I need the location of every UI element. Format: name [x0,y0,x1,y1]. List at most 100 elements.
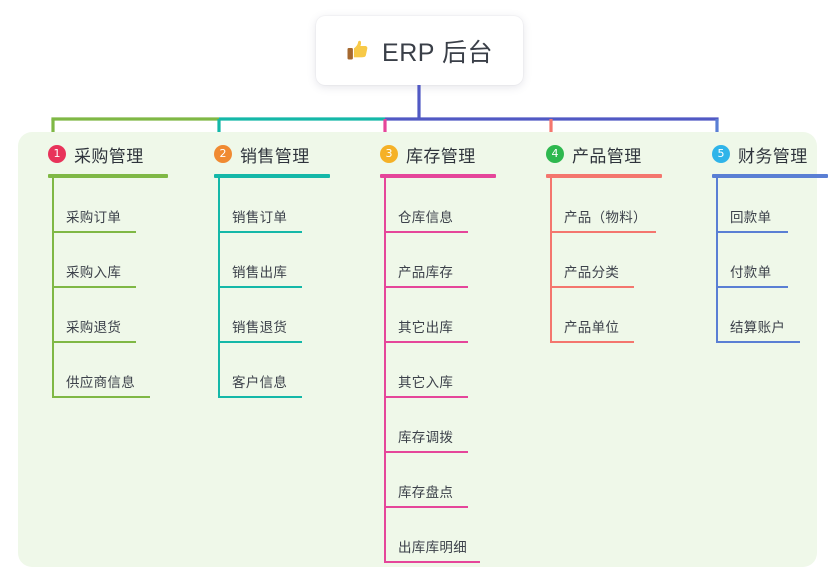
branch-header-2[interactable]: 2 销售管理 [196,140,330,178]
branch-number-badge: 1 [48,145,66,163]
branch-item-label: 出库库明细 [398,540,467,555]
branch-item-rule [384,506,468,508]
branch-item[interactable]: 出库库明细 [362,508,480,563]
branch-item-rule [52,286,136,288]
root-title: ERP 后台 [382,38,493,67]
branch-item[interactable]: 采购订单 [30,178,144,233]
branch-spine [716,178,718,343]
branch-item[interactable]: 产品库存 [362,233,476,288]
branch-item-list: 回款单付款单结算账户 [694,178,808,343]
branch-header-rule [380,174,496,178]
branch-spine [550,178,552,343]
branch-item[interactable]: 库存盘点 [362,453,476,508]
branch-item-label: 采购退货 [66,320,122,335]
branch-header-row: 1 采购管理 [30,140,144,168]
branch-item-rule [716,286,788,288]
branch-item-label: 供应商信息 [66,375,135,390]
branch-header-row: 5 财务管理 [694,140,808,168]
branch-number-badge: 4 [546,145,564,163]
branch-header-rule [214,174,330,178]
branch-item-rule [218,341,302,343]
branch-item-label: 采购订单 [66,210,122,225]
branch-item[interactable]: 采购入库 [30,233,144,288]
branch-item-rule [550,286,634,288]
branch-item-rule [384,451,468,453]
branch-item[interactable]: 库存调拨 [362,398,476,453]
branch-column-5: 5 财务管理回款单付款单结算账户 [694,140,828,343]
branch-header-rule [712,174,828,178]
branch-item-rule [384,286,468,288]
root-node-content: ERP 后台 [346,33,493,69]
branches-panel [18,132,817,567]
branch-item-rule [716,341,800,343]
branch-item[interactable]: 结算账户 [694,288,808,343]
branch-item[interactable]: 供应商信息 [30,343,150,398]
branch-item-rule [550,341,634,343]
branch-number-badge: 3 [380,145,398,163]
branch-item-label: 销售退货 [232,320,288,335]
branch-item[interactable]: 产品（物料） [528,178,656,233]
branch-header-1[interactable]: 1 采购管理 [30,140,168,178]
branch-item-rule [550,231,656,233]
branch-item[interactable]: 产品分类 [528,233,642,288]
branch-title: 销售管理 [240,146,310,166]
branch-spine [52,178,54,398]
branch-item[interactable]: 采购退货 [30,288,144,343]
branch-header-rule [48,174,168,178]
branch-item-rule [384,396,468,398]
branch-item-rule [52,231,136,233]
branch-item-list: 产品（物料） 产品分类产品单位 [528,178,656,343]
branch-number-badge: 2 [214,145,232,163]
branch-item-label: 销售订单 [232,210,288,225]
branch-number-badge: 5 [712,145,730,163]
branch-column-1: 1 采购管理采购订单采购入库采购退货供应商信息 [30,140,168,398]
branch-item[interactable]: 客户信息 [196,343,310,398]
branch-spine [218,178,220,398]
branch-item-rule [218,396,302,398]
branch-item[interactable]: 回款单 [694,178,808,233]
branch-title: 财务管理 [738,146,808,166]
branch-header-5[interactable]: 5 财务管理 [694,140,828,178]
branch-item-rule [218,286,302,288]
branch-item-label: 客户信息 [232,375,288,390]
branch-item-label: 产品单位 [564,320,620,335]
branch-item-label: 库存调拨 [398,430,454,445]
branch-column-2: 2 销售管理销售订单销售出库销售退货客户信息 [196,140,330,398]
branch-item-rule [384,341,468,343]
branch-item-label: 结算账户 [730,320,786,335]
branch-item-label: 库存盘点 [398,485,454,500]
branch-item[interactable]: 销售出库 [196,233,310,288]
branch-item-list: 仓库信息产品库存其它出库其它入库库存调拨库存盘点出库库明细 [362,178,480,563]
branch-item-list: 采购订单采购入库采购退货供应商信息 [30,178,150,398]
branch-item-rule [52,341,136,343]
thumbs-up-icon [346,38,371,63]
branch-item-label: 销售出库 [232,265,288,280]
branch-item-label: 采购入库 [66,265,122,280]
branch-title: 采购管理 [74,146,144,166]
branch-item[interactable]: 销售退货 [196,288,310,343]
branch-item-rule [384,561,480,563]
branch-item-label: 产品分类 [564,265,620,280]
branch-header-rule [546,174,662,178]
branch-item[interactable]: 产品单位 [528,288,642,343]
branch-item[interactable]: 其它出库 [362,288,476,343]
branch-item-label: 产品库存 [398,265,454,280]
branch-item[interactable]: 仓库信息 [362,178,476,233]
branch-item-rule [716,231,788,233]
branch-item-label: 付款单 [730,265,772,280]
branch-item[interactable]: 其它入库 [362,343,476,398]
branch-item-label: 其它出库 [398,320,454,335]
branch-item-label: 仓库信息 [398,210,454,225]
branch-item[interactable]: 销售订单 [196,178,310,233]
root-node[interactable]: ERP 后台 [316,16,523,85]
branch-item[interactable]: 付款单 [694,233,808,288]
branch-item-label: 其它入库 [398,375,454,390]
branch-item-label: 回款单 [730,210,772,225]
